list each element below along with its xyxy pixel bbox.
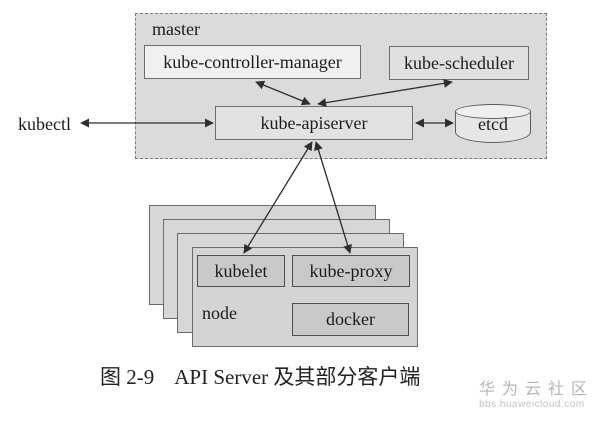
node-label: node xyxy=(202,303,237,323)
kube-controller-manager-box: kube-controller-manager xyxy=(144,45,361,79)
kubelet-box: kubelet xyxy=(197,255,285,287)
etcd-label: etcd xyxy=(478,114,508,134)
kubectl-label: kubectl xyxy=(18,114,71,134)
etcd-cylinder-top xyxy=(455,104,531,119)
figure-title: API Server 及其部分客户端 xyxy=(174,365,421,389)
kube-apiserver-box: kube-apiserver xyxy=(215,106,413,140)
docker-box: docker xyxy=(292,303,409,336)
figure-caption: 图 2-9 API Server 及其部分客户端 xyxy=(100,361,420,391)
watermark-title: 华为云社区 xyxy=(478,381,594,398)
watermark: 华为云社区 bbs.huaweicloud.com xyxy=(479,381,594,411)
figure-number: 图 2-9 xyxy=(100,365,155,389)
master-label: master xyxy=(152,19,200,39)
kube-proxy-box: kube-proxy xyxy=(292,255,410,287)
watermark-url: bbs.huaweicloud.com xyxy=(478,399,585,411)
etcd-cylinder: etcd xyxy=(455,104,531,143)
kube-scheduler-box: kube-scheduler xyxy=(389,46,529,80)
